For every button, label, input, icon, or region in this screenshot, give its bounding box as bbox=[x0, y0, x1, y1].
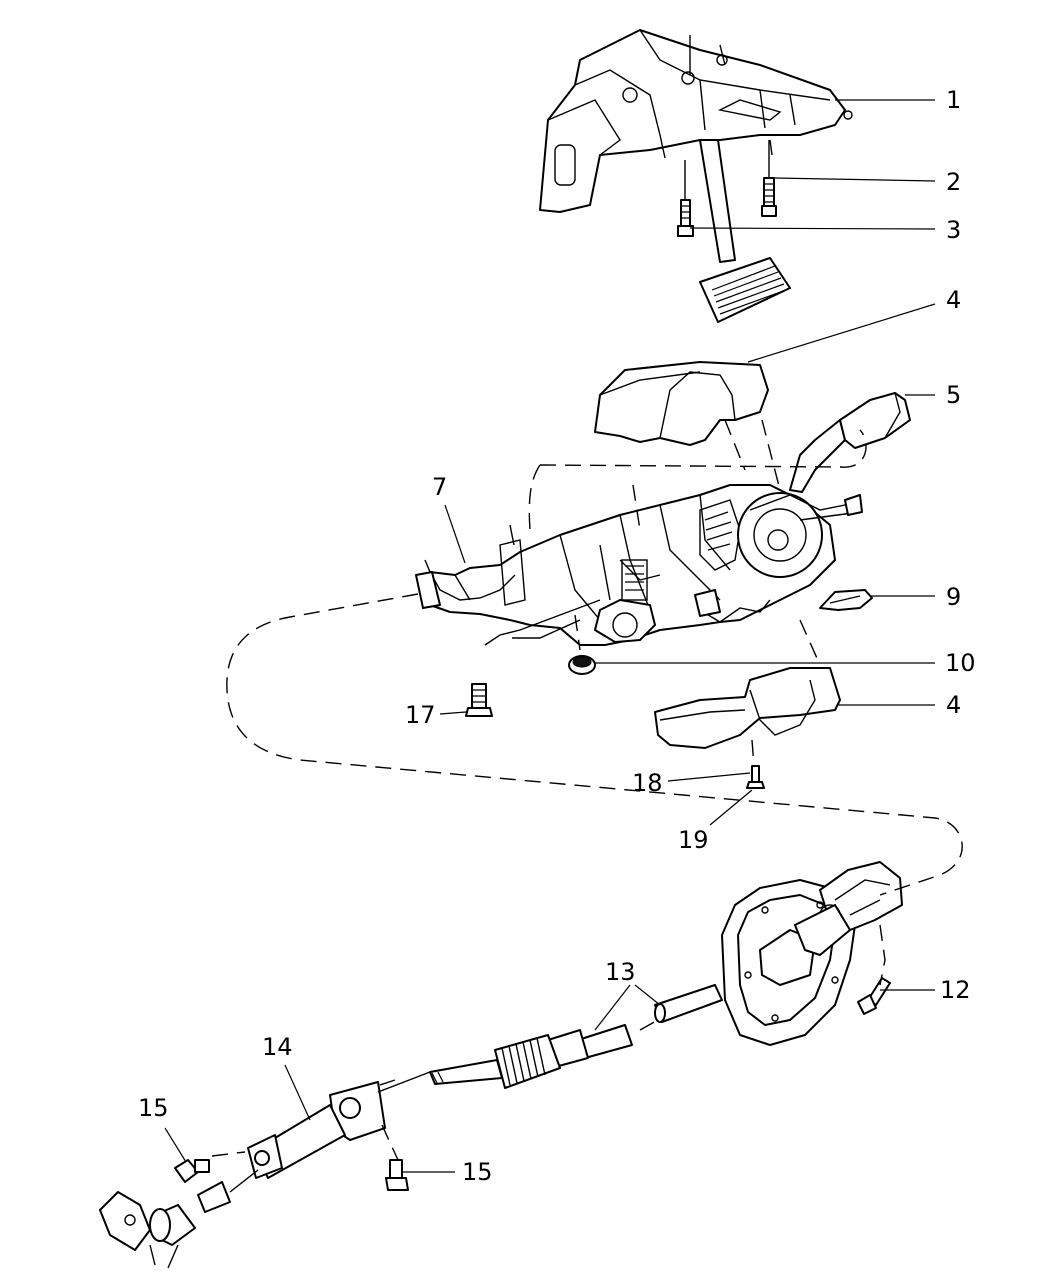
screw-18-part bbox=[746, 765, 765, 789]
leader-lines bbox=[164, 99, 936, 1173]
pedal-bracket-part bbox=[539, 29, 853, 323]
bolt-15-right-part bbox=[385, 1159, 409, 1191]
screw-17-part bbox=[465, 683, 493, 717]
bolt-15-left-part bbox=[174, 1159, 210, 1183]
callout-4-lower: 4 bbox=[946, 691, 961, 719]
callout-3: 3 bbox=[946, 216, 961, 244]
callout-10: 10 bbox=[945, 649, 976, 677]
callout-15-right: 15 bbox=[462, 1158, 493, 1186]
callout-17: 17 bbox=[405, 701, 436, 729]
upper-shroud-part bbox=[594, 361, 769, 446]
callout-9: 9 bbox=[946, 583, 961, 611]
steering-column-part bbox=[415, 484, 863, 646]
callout-1: 1 bbox=[946, 86, 961, 114]
callout-5: 5 bbox=[946, 381, 961, 409]
callout-labels: 1 2 3 4 5 7 9 10 4 17 18 19 13 12 14 15 … bbox=[138, 86, 976, 1186]
bolt-12-part bbox=[857, 977, 891, 1015]
grommet-part bbox=[568, 655, 596, 675]
callout-7: 7 bbox=[432, 473, 447, 501]
callout-14: 14 bbox=[262, 1033, 293, 1061]
routing-dash-lines bbox=[211, 419, 963, 1161]
callout-19: 19 bbox=[678, 826, 709, 854]
callout-4-upper: 4 bbox=[946, 286, 961, 314]
callout-2: 2 bbox=[946, 168, 961, 196]
callout-12: 12 bbox=[940, 976, 971, 1004]
lower-shaft-part bbox=[99, 1071, 431, 1269]
dash-boot-part bbox=[654, 861, 903, 1046]
callout-18: 18 bbox=[632, 769, 663, 797]
bracket-studs bbox=[659, 35, 777, 237]
callout-15-left: 15 bbox=[138, 1094, 169, 1122]
clip-part bbox=[819, 589, 873, 611]
callout-13: 13 bbox=[605, 958, 636, 986]
intermediate-shaft-part bbox=[429, 1024, 633, 1089]
multifunction-lever-part bbox=[789, 392, 911, 493]
lower-shroud-part bbox=[654, 667, 841, 749]
